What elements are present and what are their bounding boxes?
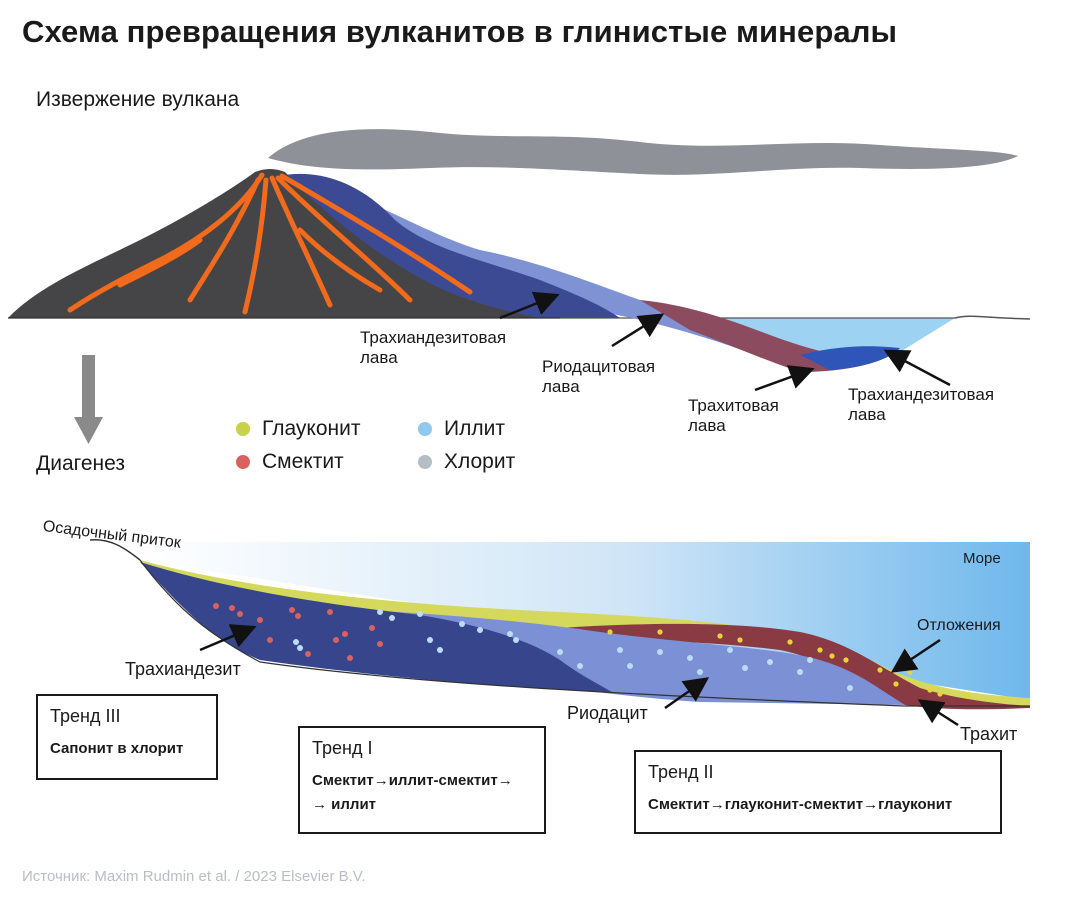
trend-2-title: Тренд II (648, 762, 714, 782)
page-title: Схема превращения вулканитов в глинистые… (22, 14, 898, 49)
trachyte-label: Трахит (960, 724, 1018, 744)
trend-1-text-line-1: Смектит→иллит-смектит→ (312, 772, 513, 789)
deposits-label: Отложения (917, 617, 1001, 634)
glauconite-sediment-layer (140, 560, 1030, 706)
trachyandesite-layer (140, 562, 612, 692)
volcano (8, 169, 540, 318)
sea-label: Море (963, 550, 1001, 567)
eruption-heading: Извержение вулкана (36, 88, 240, 111)
glauconite-dot (236, 422, 250, 436)
legend-item-smectite: Смектит (236, 450, 344, 474)
lower-label-arrows (199, 624, 959, 727)
trend-2-box: Тренд II Смектит→глауконит-смектит→глаук… (634, 750, 1002, 834)
diagenesis-arrow (74, 355, 103, 444)
trend-1-text-line-2: → иллит (312, 796, 377, 813)
ash-cloud (268, 129, 1018, 175)
diagenesis-heading: Диагенез (36, 452, 125, 475)
sediment-inflow-curve (89, 539, 141, 561)
trend-2-text: Смектит→глауконит-смектит→глауконит (648, 796, 953, 813)
upper-label-arrows (499, 291, 951, 392)
chlorite-dot (418, 455, 432, 469)
glauconite-dots (607, 629, 969, 699)
legend-item-illite: Иллит (418, 417, 505, 441)
rhyodacite-label: Риодацит (567, 703, 648, 723)
smectite-dots (213, 603, 383, 661)
illite-dots (293, 609, 853, 691)
basin-floor (139, 559, 1030, 707)
legend-item-chlorite: Хлорит (418, 450, 515, 474)
trachyandesite-label: Трахиандезит (125, 659, 241, 679)
rhyodacite-lava-flow (300, 180, 800, 370)
illite-dot (418, 422, 432, 436)
trachyte-layer (560, 623, 1030, 710)
trend-3-title: Тренд III (50, 706, 121, 726)
source-credit: Источник: Maxim Rudmin et al. / 2023 Els… (22, 868, 366, 885)
trend-1-box: Тренд I Смектит→иллит-смектит→ → иллит (298, 726, 546, 834)
trend-3-text: Сапонит в хлорит (50, 740, 184, 757)
trend-1-title: Тренд I (312, 738, 373, 758)
legend-item-glauconite: Глауконит (236, 417, 360, 441)
smectite-dot (236, 455, 250, 469)
far-shore (954, 315, 1031, 320)
lava-rivers (67, 172, 473, 315)
trachyandesite-lava-flow-2 (800, 346, 900, 370)
trend-3-box: Тренд III Сапонит в хлорит (36, 694, 218, 780)
